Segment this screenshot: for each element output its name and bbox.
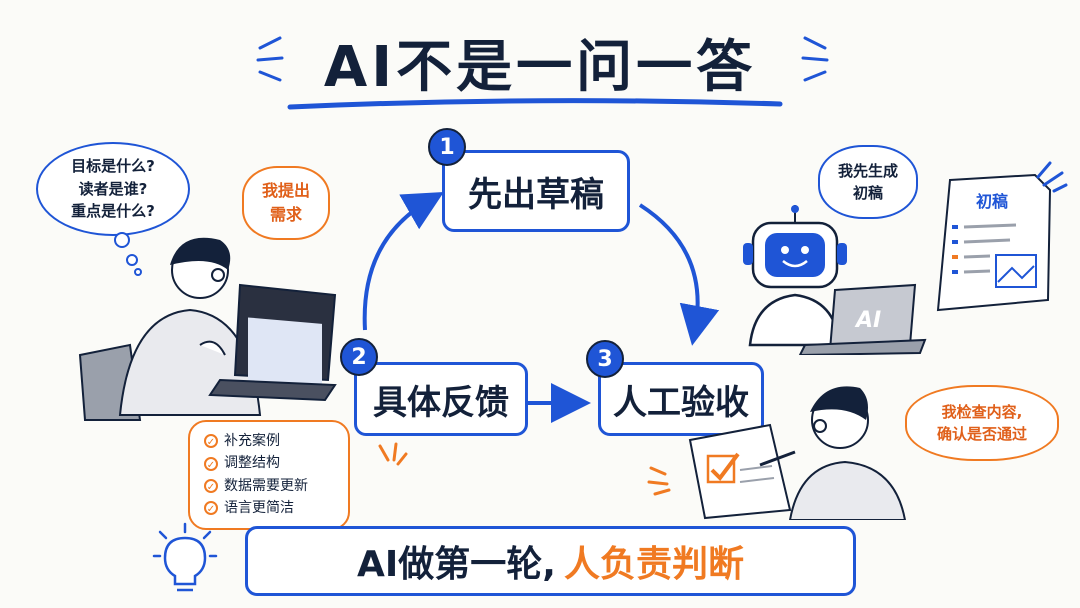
- feedback-item: ✓语言更简洁: [204, 497, 334, 519]
- banner-text-human: 人负责判断: [563, 544, 744, 585]
- thought-line-1: 目标是什么?: [71, 157, 155, 176]
- draft-sparkle-icon: [1036, 161, 1068, 193]
- laptop-ai-label: AI: [856, 308, 882, 333]
- check-icon: ✓: [204, 456, 218, 471]
- banner-text-ai: AI做第一轮,: [357, 544, 556, 585]
- user-speech-bubble: 我提出 需求: [242, 166, 330, 240]
- draft-document: [936, 173, 1052, 312]
- draft-document-title: 初稿: [976, 192, 1009, 211]
- reviewer-speech-bubble: 我检查内容, 确认是否通过: [905, 385, 1059, 461]
- review-sparkle-icon: [647, 466, 671, 496]
- step-1-label: 先出草稿: [468, 174, 604, 215]
- title-underline: [287, 98, 783, 110]
- step-1-box: 先出草稿: [442, 150, 630, 232]
- feedback-item: ✓调整结构: [204, 452, 334, 474]
- page-title: AI不是一问一答: [323, 35, 757, 100]
- lightbulb-icon: [152, 522, 218, 592]
- bottom-banner: AI做第一轮, 人负责判断: [245, 526, 856, 596]
- step-1-badge: 1: [428, 128, 466, 166]
- robot-speech-bubble: 我先生成 初稿: [818, 145, 918, 219]
- thought-bubble: 目标是什么? 读者是谁? 重点是什么?: [36, 142, 190, 236]
- step-2-box: 具体反馈: [354, 362, 528, 436]
- check-icon: ✓: [204, 501, 218, 516]
- user-at-laptop-illustration: [78, 237, 337, 421]
- check-icon: ✓: [204, 478, 218, 493]
- feedback-item: ✓数据需要更新: [204, 475, 334, 497]
- sparkle-right-icon: [801, 36, 829, 82]
- thought-line-2: 读者是谁?: [78, 179, 148, 198]
- feedback-sparkle-icon: [378, 442, 408, 466]
- thought-line-3: 重点是什么?: [71, 202, 155, 221]
- thought-dots: [114, 232, 142, 276]
- feedback-item: ✓补充案例: [204, 430, 334, 452]
- step-3-badge: 3: [586, 340, 624, 378]
- reviewer-illustration: [688, 386, 907, 520]
- feedback-checklist: ✓补充案例 ✓调整结构 ✓数据需要更新 ✓语言更简洁: [188, 420, 350, 530]
- check-icon: ✓: [204, 434, 218, 449]
- step-2-label: 具体反馈: [373, 382, 509, 423]
- robot-illustration: [743, 205, 927, 355]
- step-3-label: 人工验收: [613, 382, 749, 423]
- step-3-box: 人工验收: [598, 362, 764, 436]
- sparkle-left-icon: [256, 36, 284, 82]
- step-2-badge: 2: [340, 338, 378, 376]
